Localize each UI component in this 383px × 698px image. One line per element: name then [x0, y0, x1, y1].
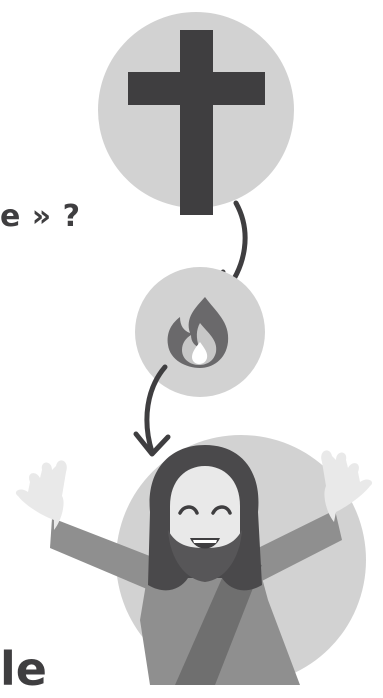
jesus-circle — [16, 435, 372, 685]
flame-circle — [135, 267, 265, 397]
cross-circle — [98, 12, 294, 215]
